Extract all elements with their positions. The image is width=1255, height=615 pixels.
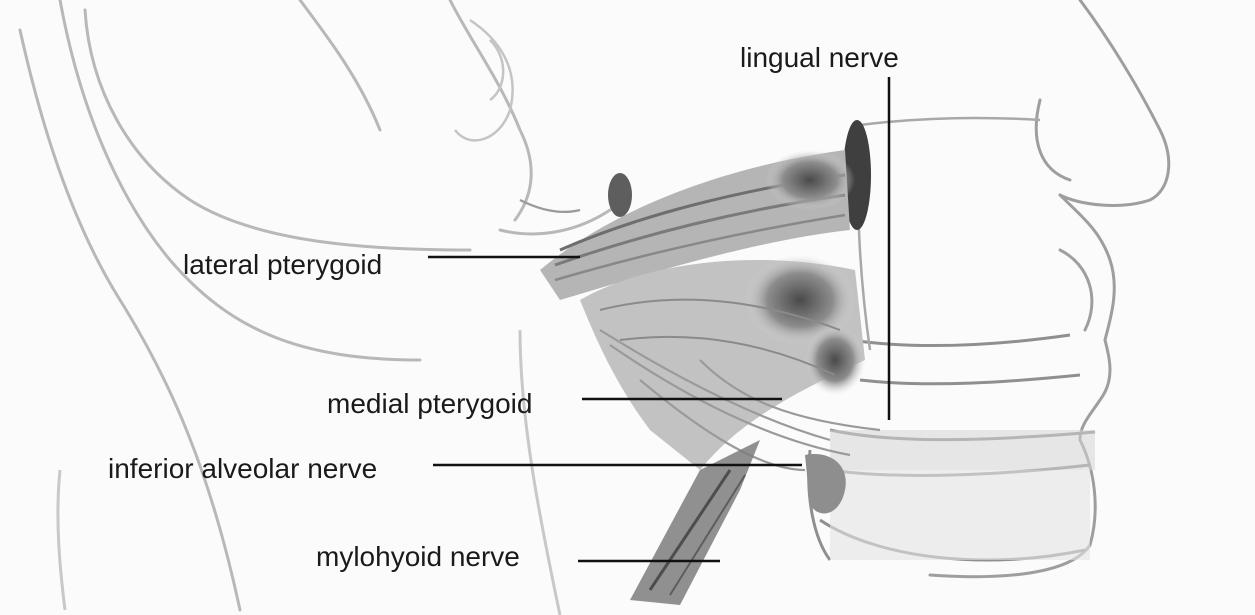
- label-inferior-alveolar-nerve: inferior alveolar nerve: [108, 455, 377, 483]
- jaw-body-shade: [830, 470, 1090, 560]
- jaw-shade: [830, 430, 1095, 470]
- label-mylohyoid-nerve: mylohyoid nerve: [316, 543, 520, 571]
- label-lateral-pterygoid: lateral pterygoid: [183, 251, 382, 279]
- label-lingual-nerve: lingual nerve: [740, 44, 899, 72]
- condyle-sketch: [608, 173, 632, 217]
- label-medial-pterygoid: medial pterygoid: [327, 390, 532, 418]
